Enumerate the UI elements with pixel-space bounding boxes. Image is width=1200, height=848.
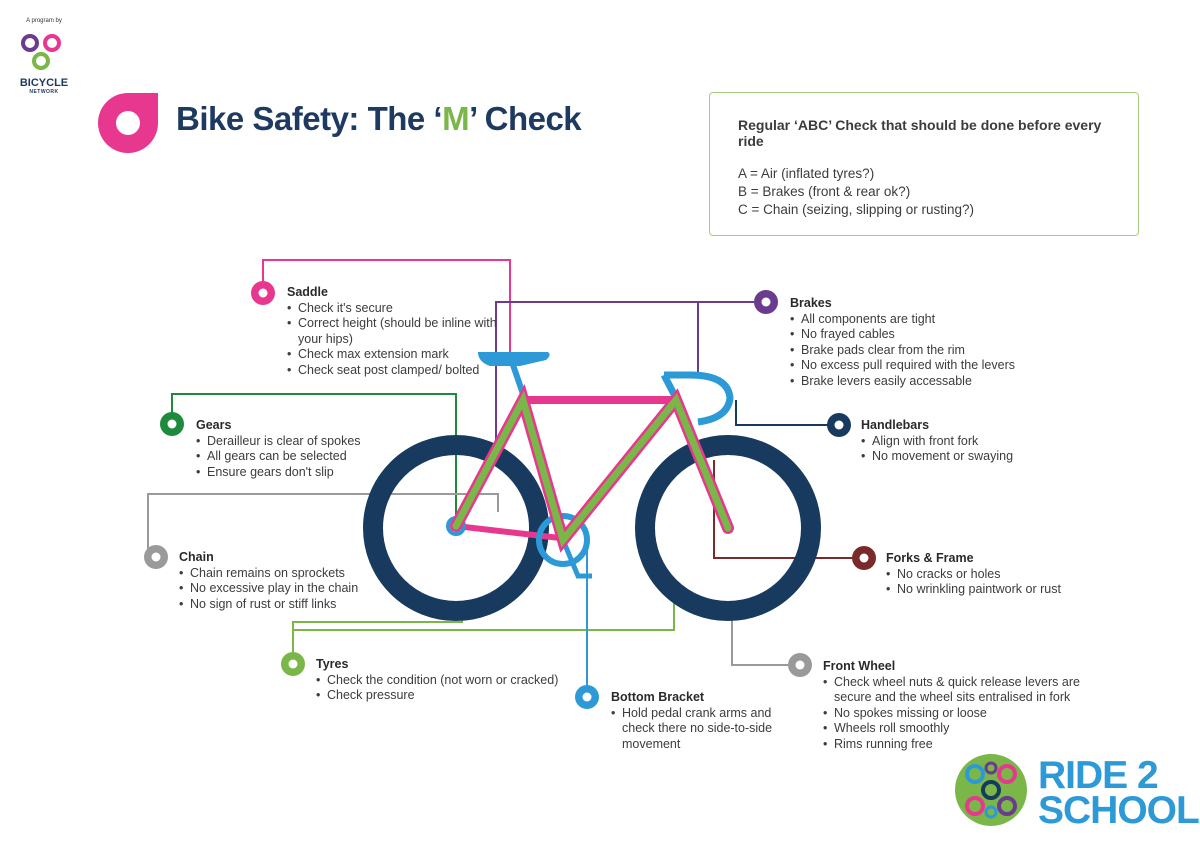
callout-item: No excessive play in the chain xyxy=(179,581,358,597)
brakes-leader-line-2 xyxy=(697,301,766,375)
callout-item: All components are tight xyxy=(790,312,1015,328)
callout-bottom-bracket: Bottom Bracket Hold pedal crank arms and… xyxy=(611,690,772,752)
callout-item-continued: check there no side-to-side xyxy=(622,721,773,735)
handlebars-marker-icon xyxy=(827,413,851,437)
title-prefix: Bike Safety: The ‘ xyxy=(176,100,443,137)
ride2school-line2: SCHOOL xyxy=(1038,789,1200,832)
callout-item: Wheels roll smoothly xyxy=(823,721,1080,737)
callout-title: Forks & Frame xyxy=(886,551,974,565)
abc-line-brakes: B = Brakes (front & rear ok?) xyxy=(738,184,911,199)
callout-item-continued: movement xyxy=(622,736,681,751)
chainring xyxy=(536,513,590,567)
chain-marker-icon xyxy=(144,545,168,569)
abc-check-box: Regular ‘ABC’ Check that should be done … xyxy=(709,92,1139,236)
crank-arm xyxy=(560,539,592,579)
ride2school-wordmark: RIDE 2 SCHOOL xyxy=(1038,754,1200,832)
callout-title: Saddle xyxy=(287,285,328,299)
callout-tyres: Tyres Check the condition (not worn or c… xyxy=(316,657,558,704)
callout-item: Rims running free xyxy=(823,737,1080,753)
callout-item: Check pressure xyxy=(316,688,558,704)
title-suffix: ’ Check xyxy=(469,100,582,137)
callout-front-wheel: Front Wheel Check wheel nuts & quick rel… xyxy=(823,659,1080,752)
callout-title: Bottom Bracket xyxy=(611,690,705,704)
tyres-marker-icon xyxy=(281,652,305,676)
chain-leader-line xyxy=(147,493,499,558)
callout-item: Brake levers easily accessable xyxy=(790,374,1015,390)
callout-item: No cracks or holes xyxy=(886,567,1061,583)
ride2school-line1: RIDE 2 xyxy=(1038,754,1159,797)
callout-item: Correct height (should be inline with xyxy=(287,316,497,332)
callout-item: Brake pads clear from the rim xyxy=(790,343,1015,359)
front-wheel xyxy=(635,435,821,621)
callout-saddle: Saddle Check it's secure Correct height … xyxy=(287,285,497,378)
tyres-leader-line-2 xyxy=(292,600,675,640)
gears-leader-line xyxy=(171,393,457,520)
callout-title: Handlebars xyxy=(861,418,930,432)
callout-item: Check it's secure xyxy=(287,301,497,317)
callout-title: Tyres xyxy=(316,657,349,671)
callout-gears: Gears Derailleur is clear of spokes All … xyxy=(196,418,361,480)
chain-stay xyxy=(455,523,561,541)
bicycle-network-name: BICYCLE xyxy=(19,77,69,89)
saddle-leader-line xyxy=(262,259,511,352)
callout-title: Front Wheel xyxy=(823,659,896,673)
callout-item-continued: your hips) xyxy=(298,331,353,346)
callout-handlebars: Handlebars Align with front fork No move… xyxy=(861,418,1013,465)
handlebar-drop xyxy=(664,371,734,426)
frame-tubes xyxy=(450,384,734,553)
callout-brakes: Brakes All components are tight No fraye… xyxy=(790,296,1015,389)
callout-item: No sign of rust or stiff links xyxy=(179,597,358,613)
callout-item: No spokes missing or loose xyxy=(823,706,1080,722)
callout-title: Chain xyxy=(179,550,214,564)
page-title: Bike Safety: The ‘M’ Check xyxy=(176,100,582,138)
abc-line-air: A = Air (inflated tyres?) xyxy=(738,166,875,181)
bicycle-network-branding: A program by BICYCLE NETWORK xyxy=(14,18,74,95)
callout-item: No frayed cables xyxy=(790,327,1015,343)
front-wheel-leader-line xyxy=(731,612,800,666)
callout-item-continued: secure and the wheel sits entralised in … xyxy=(834,690,1071,704)
saddle-marker-icon xyxy=(251,281,275,305)
callout-item: Chain remains on sprockets xyxy=(179,566,358,582)
handlebars-leader-line xyxy=(735,400,839,426)
callout-item: Check the condition (not worn or cracked… xyxy=(316,673,558,689)
callout-item: Hold pedal crank arms and xyxy=(611,706,772,722)
callout-item: Ensure gears don't slip xyxy=(196,465,361,481)
callout-item: No excess pull required with the levers xyxy=(790,358,1015,374)
program-by-label: A program by xyxy=(26,18,62,24)
callout-item: No wrinkling paintwork or rust xyxy=(886,582,1061,598)
callout-item: Align with front fork xyxy=(861,434,1013,450)
abc-line-chain: C = Chain (seizing, slipping or rusting?… xyxy=(738,202,974,217)
ride2school-logo-icon xyxy=(955,754,1027,826)
brakes-marker-icon xyxy=(754,290,778,314)
callout-title: Gears xyxy=(196,418,232,432)
bicycle-network-logo-icon xyxy=(21,34,61,70)
callout-item: Check seat post clamped/ bolted xyxy=(287,363,497,379)
callout-chain: Chain Chain remains on sprockets No exce… xyxy=(179,550,358,612)
callout-item: Check wheel nuts & quick release levers … xyxy=(823,675,1080,691)
gears-marker-icon xyxy=(160,412,184,436)
bicycle-network-sub: NETWORK xyxy=(29,89,59,95)
seat-post xyxy=(509,361,526,395)
title-marker-icon xyxy=(98,93,158,153)
callout-title: Brakes xyxy=(790,296,832,310)
bottom-bracket-marker-icon xyxy=(575,685,599,709)
callout-item: No movement or swaying xyxy=(861,449,1013,465)
front-wheel-marker-icon xyxy=(788,653,812,677)
callout-item: All gears can be selected xyxy=(196,449,361,465)
callout-item: Check max extension mark xyxy=(287,347,497,363)
callout-forks-frame: Forks & Frame No cracks or holes No wrin… xyxy=(886,551,1061,598)
abc-heading: Regular ‘ABC’ Check that should be done … xyxy=(738,117,1102,149)
title-accent: M xyxy=(442,100,470,137)
callout-item: Derailleur is clear of spokes xyxy=(196,434,361,450)
forks-frame-marker-icon xyxy=(852,546,876,570)
